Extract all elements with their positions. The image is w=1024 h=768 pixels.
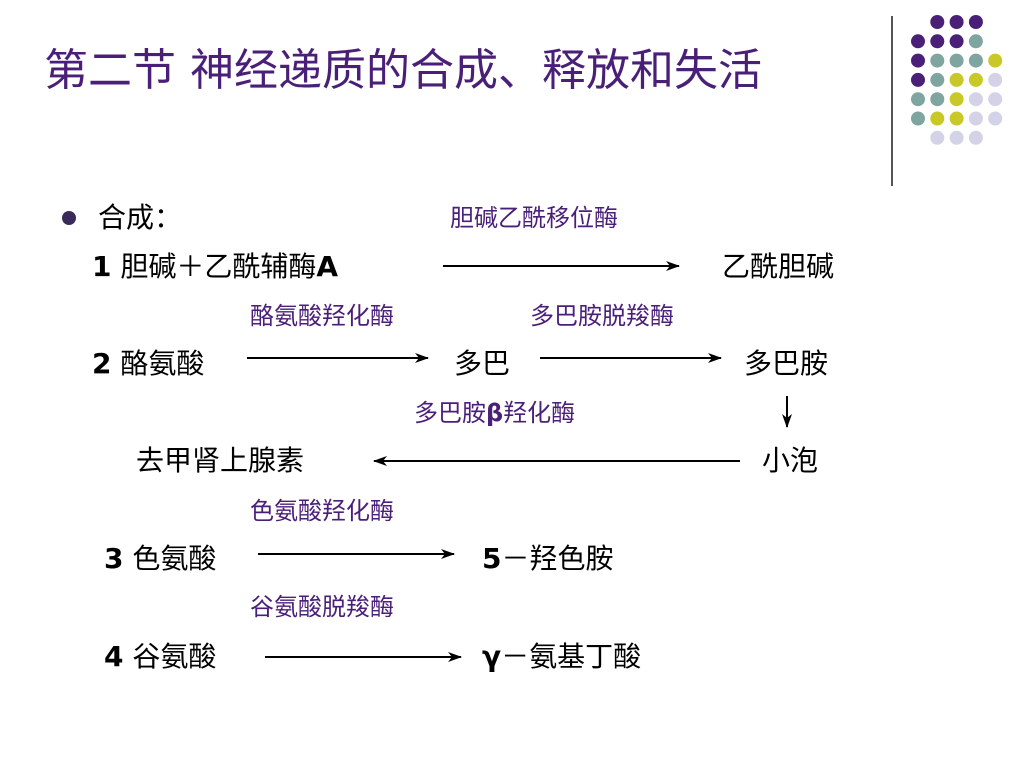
step-3-product-text: －羟色胺: [501, 542, 614, 575]
enzyme-label-2c-suffix: 羟化酶: [503, 399, 576, 427]
step-3-product: 5－羟色胺: [482, 542, 614, 576]
step-1-substrate-suffix: A: [316, 250, 339, 283]
bullet-icon: [62, 211, 76, 225]
step-1-substrate: 1 胆碱＋乙酰辅酶A: [92, 250, 338, 284]
step-1-number: 1: [92, 250, 112, 283]
step-2-substrate: 2 酪氨酸: [92, 347, 204, 381]
step-2-number: 2: [92, 347, 112, 380]
slide-title: 第二节 神经递质的合成、释放和失活: [44, 45, 762, 96]
step-4-product-prefix: γ: [482, 640, 502, 673]
enzyme-label-2c: 多巴胺β羟化酶: [414, 398, 575, 428]
step-4-product-text: －氨基丁酸: [501, 640, 642, 673]
step-4-product: γ－氨基丁酸: [482, 640, 641, 674]
step-3-product-prefix: 5: [482, 542, 502, 575]
step-3-number: 3: [104, 542, 124, 575]
enzyme-label-2a: 酪氨酸羟化酶: [250, 302, 394, 330]
step-4-number: 4: [104, 640, 124, 673]
enzyme-label-2b: 多巴胺脱羧酶: [530, 302, 674, 330]
step-2-intermediate: 多巴: [454, 347, 511, 380]
enzyme-label-2c-text: 多巴胺: [414, 399, 486, 427]
step-3-substrate: 3 色氨酸: [104, 542, 216, 576]
section-label: 合成：: [98, 201, 183, 234]
step-3-substrate-text: 色氨酸: [132, 542, 217, 575]
title-divider-line: [891, 16, 893, 186]
step-2-branch-product: 去甲肾上腺素: [136, 444, 305, 477]
step-1-product: 乙酰胆碱: [722, 250, 835, 283]
step-2-product: 多巴胺: [744, 347, 829, 380]
step-2-branch-source: 小泡: [762, 444, 819, 477]
step-2-substrate-text: 酪氨酸: [120, 347, 205, 380]
step-1-substrate-text: 胆碱＋乙酰辅酶: [120, 250, 317, 283]
enzyme-label-2c-greek: β: [486, 399, 504, 427]
enzyme-label-3: 色氨酸羟化酶: [250, 497, 394, 525]
step-4-substrate-text: 谷氨酸: [132, 640, 217, 673]
step-4-substrate: 4 谷氨酸: [104, 640, 216, 674]
enzyme-label-1: 胆碱乙酰移位酶: [450, 204, 618, 232]
enzyme-label-4: 谷氨酸脱羧酶: [250, 593, 394, 621]
